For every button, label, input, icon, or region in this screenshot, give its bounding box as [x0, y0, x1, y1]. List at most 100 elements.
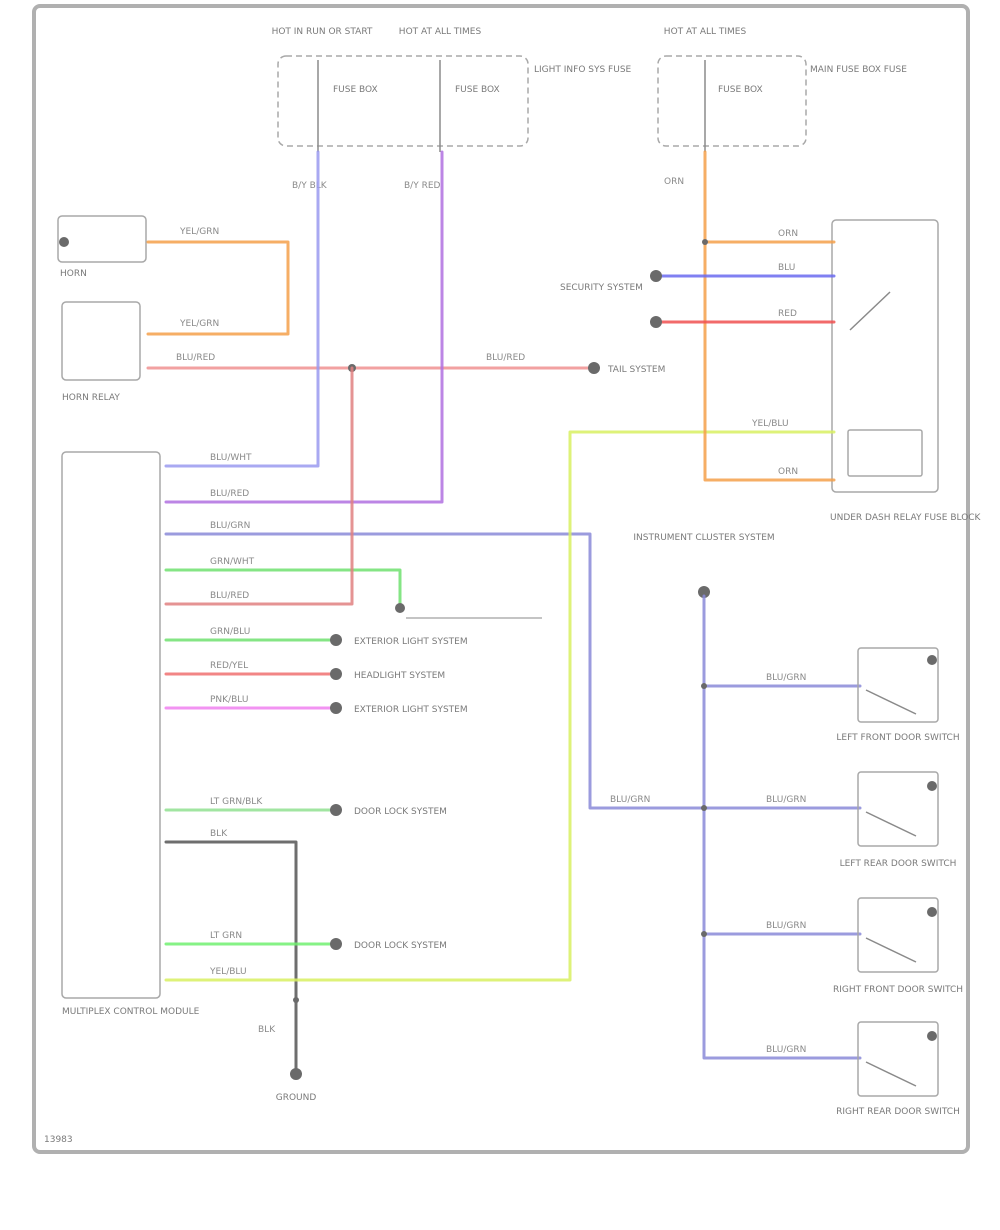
diagram-part — [865, 1061, 917, 1087]
fuse-a-inner: FUSE BOX — [333, 85, 378, 95]
diagram-part — [293, 997, 299, 1003]
diagram-part — [61, 301, 141, 381]
horn-relay: HORN RELAY — [61, 301, 141, 403]
destination-4: DOOR LOCK SYSTEM — [354, 807, 447, 817]
diagram-part — [831, 219, 939, 493]
horn-label: HORN — [60, 269, 87, 279]
left-front-label: LEFT FRONT DOOR SWITCH — [836, 733, 959, 743]
diagram-part — [701, 931, 707, 937]
wire-label-mcm-4: GRN/WHT — [210, 557, 255, 567]
wire-label-mcm-6: GRN/BLU — [210, 627, 250, 637]
fuse-c-below: ORN — [664, 177, 684, 187]
fuse-b-title: HOT AT ALL TIMES — [399, 27, 482, 37]
left-rear-label: LEFT REAR DOOR SWITCH — [840, 859, 957, 869]
left-front-door-switch: LEFT FRONT DOOR SWITCH — [836, 647, 960, 743]
diagram-part — [857, 1021, 939, 1097]
fuse-a-below: B/Y BLK — [292, 181, 328, 191]
wire-label-mcm-2: BLU/RED — [210, 489, 249, 499]
wire-mcm-4 — [164, 568, 402, 608]
wire-label-mcm-10: BLK — [210, 829, 228, 839]
diagram-part — [330, 634, 342, 646]
wire-label-relay-out: BLU/RED — [176, 353, 215, 363]
diagram-part — [857, 647, 939, 723]
diagram-part — [701, 805, 707, 811]
fuse-c-side: MAIN FUSE BOX FUSE — [810, 65, 907, 75]
wire-door-bus — [702, 594, 862, 1060]
wire-horn-relay — [146, 240, 290, 336]
instrument-label: INSTRUMENT CLUSTER SYSTEM — [633, 533, 774, 543]
diagram-part — [857, 897, 939, 973]
fuse-c-inner: FUSE BOX — [718, 85, 763, 95]
fuse-box-b: HOT AT ALL TIMES FUSE BOX LIGHT INFO SYS… — [399, 27, 632, 191]
diagram-part — [927, 781, 937, 791]
fuse-b-inner: FUSE BOX — [455, 85, 500, 95]
multiplex-control-module: MULTIPLEX CONTROL MODULE — [61, 451, 200, 1017]
destination-5: DOOR LOCK SYSTEM — [354, 941, 447, 951]
diagram-part — [927, 655, 937, 665]
wire-mcm-door — [164, 532, 708, 810]
wire-label-mcm-7: RED/YEL — [210, 661, 248, 671]
wire-mcm-10 — [164, 840, 298, 1074]
wire-label-trunk-4: YEL/BLU — [751, 419, 789, 429]
fuse-b-side: LIGHT INFO SYS FUSE — [534, 65, 632, 75]
diagram-part — [865, 937, 917, 963]
wire-label-mcm-1: BLU/WHT — [210, 453, 252, 463]
wire-fuse-c — [703, 150, 836, 482]
wire-label-trunk-5: ORN — [778, 467, 798, 477]
wire-mcm-12 — [164, 430, 836, 982]
fuse-a-title: HOT IN RUN OR START — [272, 27, 373, 37]
horn: HORN — [57, 215, 147, 279]
diagram-part — [927, 907, 937, 917]
fuse-b-below: B/Y RED — [404, 181, 441, 191]
wire-label-door-1: BLU/GRN — [766, 673, 806, 683]
wire-label-trunk-2: BLU — [778, 263, 795, 273]
diagram-part — [865, 689, 917, 715]
wire-label-trunk-3: RED — [778, 309, 797, 319]
wire-fuse-a — [164, 150, 320, 468]
diagram-part — [657, 55, 807, 147]
diagram-part — [702, 239, 708, 245]
tail-system-label: TAIL SYSTEM — [607, 365, 665, 375]
wire-mcm-5 — [164, 366, 354, 606]
diagram-part — [277, 55, 529, 147]
diagram-part — [847, 429, 923, 477]
wire-label-horn-top: YEL/GRN — [179, 227, 219, 237]
diagram-part — [701, 683, 707, 689]
diagram-part — [330, 804, 342, 816]
wire-label-horn-bottom: YEL/GRN — [179, 319, 219, 329]
horn-relay-label: HORN RELAY — [62, 393, 120, 403]
destination-2: HEADLIGHT SYSTEM — [354, 671, 445, 681]
diagram-part — [59, 237, 69, 247]
wire-label-door-4: BLU/GRN — [766, 1045, 806, 1055]
diagram-part — [650, 316, 662, 328]
wire-label-ground: BLK — [258, 1025, 276, 1035]
diagram-part — [395, 603, 405, 613]
right-rear-label: RIGHT REAR DOOR SWITCH — [836, 1107, 960, 1117]
diagram-part — [61, 451, 161, 999]
wire-label-mcm-12: YEL/BLU — [209, 967, 247, 977]
under-dash-relay: UNDER DASH RELAY FUSE BLOCK — [830, 219, 982, 523]
diagram-frame — [32, 4, 970, 1154]
fuse-box-a: HOT IN RUN OR START FUSE BOX B/Y BLK — [272, 27, 529, 191]
wire-label-mcm-3: BLU/GRN — [210, 521, 250, 531]
multiplex-label: MULTIPLEX CONTROL MODULE — [62, 1007, 200, 1017]
diagram-part — [927, 1031, 937, 1041]
diagram-part — [330, 938, 342, 950]
wire-label-door-2: BLU/GRN — [766, 795, 806, 805]
security-label: SECURITY SYSTEM — [560, 283, 643, 293]
destination-1: EXTERIOR LIGHT SYSTEM — [354, 637, 468, 647]
diagram-part — [650, 270, 662, 282]
wire-label-mcm-9: LT GRN/BLK — [210, 797, 263, 807]
destination-3: EXTERIOR LIGHT SYSTEM — [354, 705, 468, 715]
wire-label-trunk-1: ORN — [778, 229, 798, 239]
diagram-part — [588, 362, 600, 374]
wire-label-door-5: BLU/GRN — [610, 795, 650, 805]
right-front-door-switch: RIGHT FRONT DOOR SWITCH — [833, 897, 963, 995]
diagram-part — [330, 668, 342, 680]
fuse-box-c: HOT AT ALL TIMES FUSE BOX MAIN FUSE BOX … — [657, 27, 907, 187]
wire-label-mcm-5: BLU/RED — [210, 591, 249, 601]
wire-label-mcm-8: PNK/BLU — [210, 695, 248, 705]
ground-label: GROUND — [276, 1093, 317, 1103]
wire-label-relay-out2: BLU/RED — [486, 353, 525, 363]
